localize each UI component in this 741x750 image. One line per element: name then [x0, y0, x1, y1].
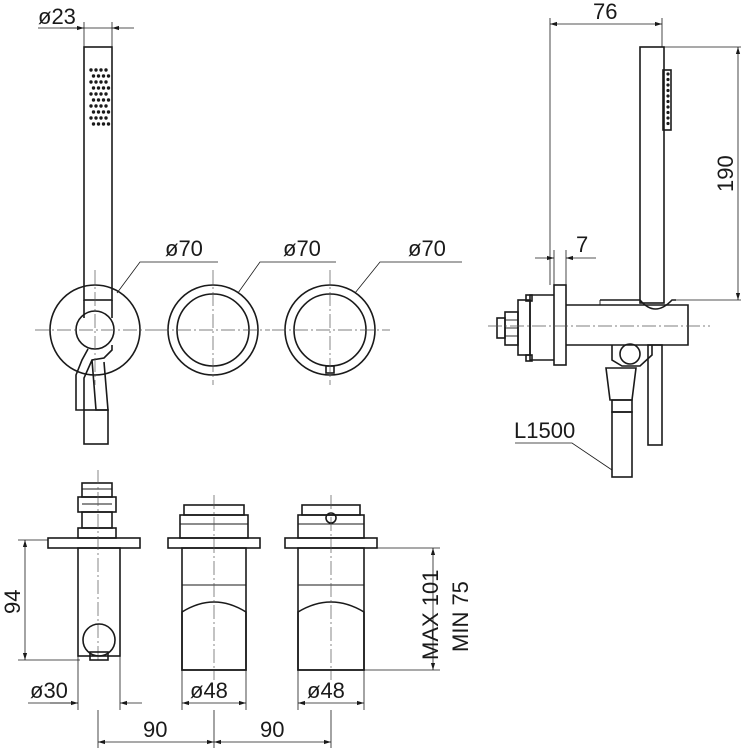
- label-d70-middle: ø70: [283, 236, 321, 261]
- label-d70-left: ø70: [165, 236, 203, 261]
- hose-side: [605, 367, 637, 478]
- nozzle-dot: [94, 116, 98, 120]
- nozzle-dot: [99, 68, 103, 72]
- dim-diameter-70-right: ø70: [354, 236, 462, 294]
- label-d70-right: ø70: [408, 236, 446, 261]
- nozzle-dot: [96, 86, 101, 90]
- nozzle-dot: [104, 68, 108, 72]
- valve-connector-side: [496, 294, 554, 362]
- dim-diameter-23: ø23: [38, 4, 134, 47]
- dim-hose-length: L1500: [514, 418, 613, 471]
- holder-body-side: [566, 299, 689, 367]
- nozzle-dot: [91, 122, 96, 126]
- nozzle-dot: [104, 80, 108, 84]
- nozzle-dot: [101, 74, 106, 78]
- spray-nozzles-icon: [89, 68, 111, 126]
- nozzle-dot: [91, 110, 96, 114]
- nozzle-dot: [106, 122, 111, 126]
- front-view: ø23 ø70 ø70 ø70: [35, 4, 462, 445]
- nozzle-dot-side: [666, 83, 670, 87]
- spray-nozzles-side-icon: [666, 72, 670, 126]
- nozzle-dot: [94, 68, 98, 72]
- nozzle-dot-side: [666, 88, 670, 93]
- mixer-top-view: [167, 495, 261, 680]
- nozzle-dot: [96, 122, 101, 126]
- label-max101: MAX 101: [418, 570, 443, 661]
- top-view: 94 MAX 101 MIN 75 ø30 ø48: [0, 470, 473, 748]
- dim-depth-94: 94: [0, 539, 80, 661]
- nozzle-dot: [91, 98, 96, 102]
- dim-diameter-70-left: ø70: [116, 236, 218, 294]
- dim-diameter-70-middle: ø70: [237, 236, 336, 294]
- nozzle-dot: [99, 104, 103, 108]
- hand-shower-side: [639, 46, 672, 446]
- label-l1500: L1500: [514, 418, 575, 443]
- nozzle-dot: [91, 86, 96, 90]
- nozzle-dot: [96, 98, 101, 102]
- label-d23: ø23: [38, 4, 76, 29]
- nozzle-dot: [106, 86, 111, 90]
- nozzle-dot: [96, 74, 101, 78]
- nozzle-dot: [99, 92, 103, 96]
- nozzle-dot: [101, 122, 106, 126]
- nozzle-dot: [89, 104, 93, 108]
- nozzle-dot-side: [666, 105, 670, 109]
- nozzle-dot: [101, 110, 106, 114]
- nozzle-dot: [94, 104, 98, 108]
- nozzle-dot: [106, 74, 111, 78]
- nozzle-dot: [106, 98, 111, 102]
- diverter-top-view: [284, 495, 378, 680]
- dim-spacing-90-left: 90: [97, 710, 215, 748]
- nozzle-dot-side: [666, 121, 670, 126]
- label-h190: 190: [713, 155, 738, 192]
- label-w7: 7: [576, 232, 588, 257]
- dim-diameter-48-middle: ø48: [181, 670, 247, 710]
- dim-plate-7: 7: [535, 232, 596, 285]
- hand-shower-front: [83, 46, 113, 301]
- nozzle-dot-side: [666, 77, 670, 82]
- nozzle-dot: [99, 116, 103, 120]
- mixer-handle-front: [155, 270, 270, 385]
- nozzle-dot: [106, 110, 111, 114]
- nozzle-dot: [104, 92, 108, 96]
- nozzle-dot: [104, 116, 108, 120]
- nozzle-dot: [89, 116, 93, 120]
- nozzle-dot: [91, 74, 96, 78]
- dim-diameter-30: ø30: [28, 656, 142, 710]
- dim-height-190: 190: [664, 46, 741, 301]
- label-min75: MIN 75: [448, 581, 473, 652]
- label-d30: ø30: [30, 678, 68, 703]
- nozzle-dot: [101, 98, 106, 102]
- nozzle-dot-side: [666, 99, 670, 104]
- label-h94: 94: [0, 590, 25, 614]
- label-s90-left: 90: [143, 717, 167, 742]
- nozzle-dot-side: [666, 94, 670, 98]
- nozzle-dot: [94, 92, 98, 96]
- label-d48-right: ø48: [307, 678, 345, 703]
- nozzle-dot: [101, 86, 106, 90]
- nozzle-dot: [99, 80, 103, 84]
- nozzle-dot-side: [666, 110, 670, 115]
- dim-width-76: 76: [549, 0, 663, 285]
- dim-diameter-48-right: ø48: [297, 670, 365, 710]
- nozzle-dot: [104, 104, 108, 108]
- nozzle-dot-side: [666, 72, 670, 76]
- dim-spacing-90-right: 90: [214, 710, 332, 748]
- label-d48-middle: ø48: [190, 678, 228, 703]
- diverter-front: [272, 270, 390, 385]
- label-s90-right: 90: [260, 717, 284, 742]
- nozzle-dot-side: [666, 116, 670, 120]
- nozzle-dot: [94, 80, 98, 84]
- holder-top-view: [47, 470, 141, 662]
- side-view: 76 190 7 L1500: [488, 0, 741, 478]
- nozzle-dot: [89, 80, 93, 84]
- nozzle-dot: [89, 68, 93, 72]
- label-w76: 76: [593, 0, 617, 24]
- nozzle-dot: [96, 110, 101, 114]
- nozzle-dot: [89, 92, 93, 96]
- dim-depth-range: MAX 101 MIN 75: [364, 547, 473, 671]
